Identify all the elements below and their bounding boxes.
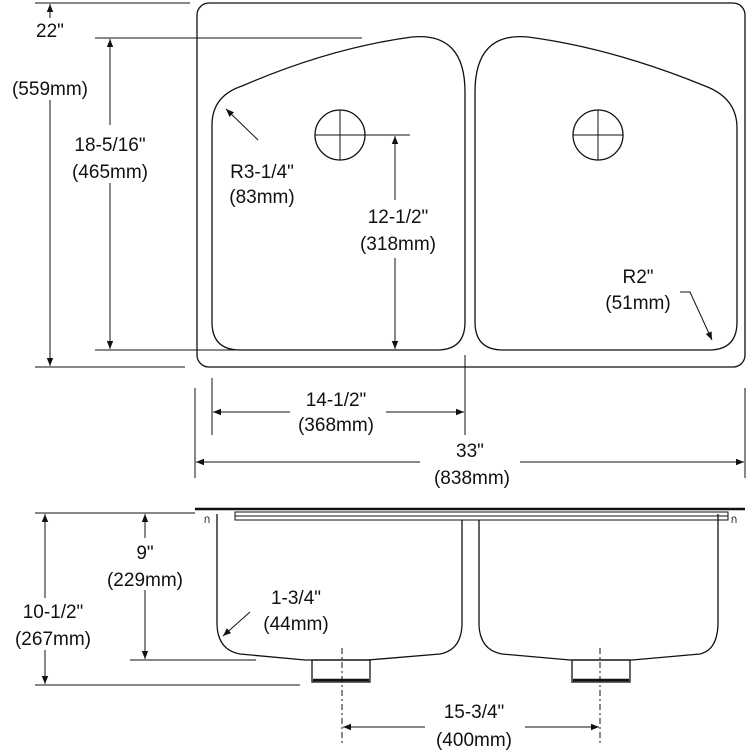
dimension-label: R2" [622, 267, 653, 288]
dimension-right-corner-radius: R2" (51mm) [605, 267, 713, 341]
dimension-bowl-width: 14-1/2" (368mm) [211, 355, 466, 436]
right-bowl-profile [478, 514, 719, 661]
right-drain-outlet [571, 659, 631, 683]
dimension-label-metric: (559mm) [12, 79, 88, 100]
right-bowl-outline [474, 35, 738, 351]
dimension-label-metric: (229mm) [107, 570, 183, 591]
dimension-label-metric: (83mm) [229, 187, 294, 208]
dimension-label: R3-1/4" [230, 162, 294, 183]
dimension-label: 15-3/4" [444, 702, 505, 723]
sink-deck-outline [196, 2, 746, 368]
dimension-label: 10-1/2" [23, 602, 84, 623]
dimension-overall-width: 33" (838mm) [194, 388, 746, 490]
dimension-overall-height: 10-1/2" (267mm) [3, 512, 300, 686]
top-view: 22" (559mm) 18-5/16" (465mm) R3-1/4" (83… [5, 2, 746, 490]
dimension-label: 33" [456, 441, 484, 462]
dimension-label-metric: (465mm) [72, 162, 148, 183]
dimension-label: 22" [36, 21, 64, 42]
dimension-label-metric: (51mm) [605, 293, 670, 314]
dimension-overall-depth: 22" (559mm) [5, 2, 190, 368]
dimension-label: 14-1/2" [306, 390, 367, 411]
dimension-left-corner-radius: R3-1/4" (83mm) [225, 108, 295, 208]
left-drain [314, 109, 410, 161]
svg-text:ก: ก [204, 514, 211, 526]
dimension-label: 12-1/2" [368, 207, 429, 228]
dimension-label-metric: (44mm) [263, 614, 328, 635]
dimension-bottom-radius: 1-3/4" (44mm) [222, 588, 329, 637]
dimension-bowl-height: 9" (229mm) [95, 514, 256, 661]
dimension-label: 1-3/4" [271, 588, 321, 609]
left-bowl-profile [216, 514, 463, 661]
dimension-drain-offset: 12-1/2" (318mm) [345, 136, 445, 349]
dimension-bowl-depth: 18-5/16" (465mm) [58, 37, 400, 351]
dimension-label: 9" [136, 543, 153, 564]
dimension-drain-spacing: 15-3/4" (400mm) [343, 700, 599, 755]
svg-text:ก: ก [731, 514, 738, 526]
left-drain-outlet [311, 659, 371, 683]
dimension-label-metric: (368mm) [298, 415, 374, 436]
right-drain [572, 109, 624, 161]
dimension-label-metric: (318mm) [360, 234, 436, 255]
dimension-label: 18-5/16" [74, 135, 145, 156]
dimension-label-metric: (838mm) [434, 468, 510, 489]
side-view: ก ก 9" (229mm) 10-1/2" (267mm [3, 507, 745, 755]
dimension-label-metric: (400mm) [436, 730, 512, 751]
dimension-label-metric: (267mm) [15, 629, 91, 650]
